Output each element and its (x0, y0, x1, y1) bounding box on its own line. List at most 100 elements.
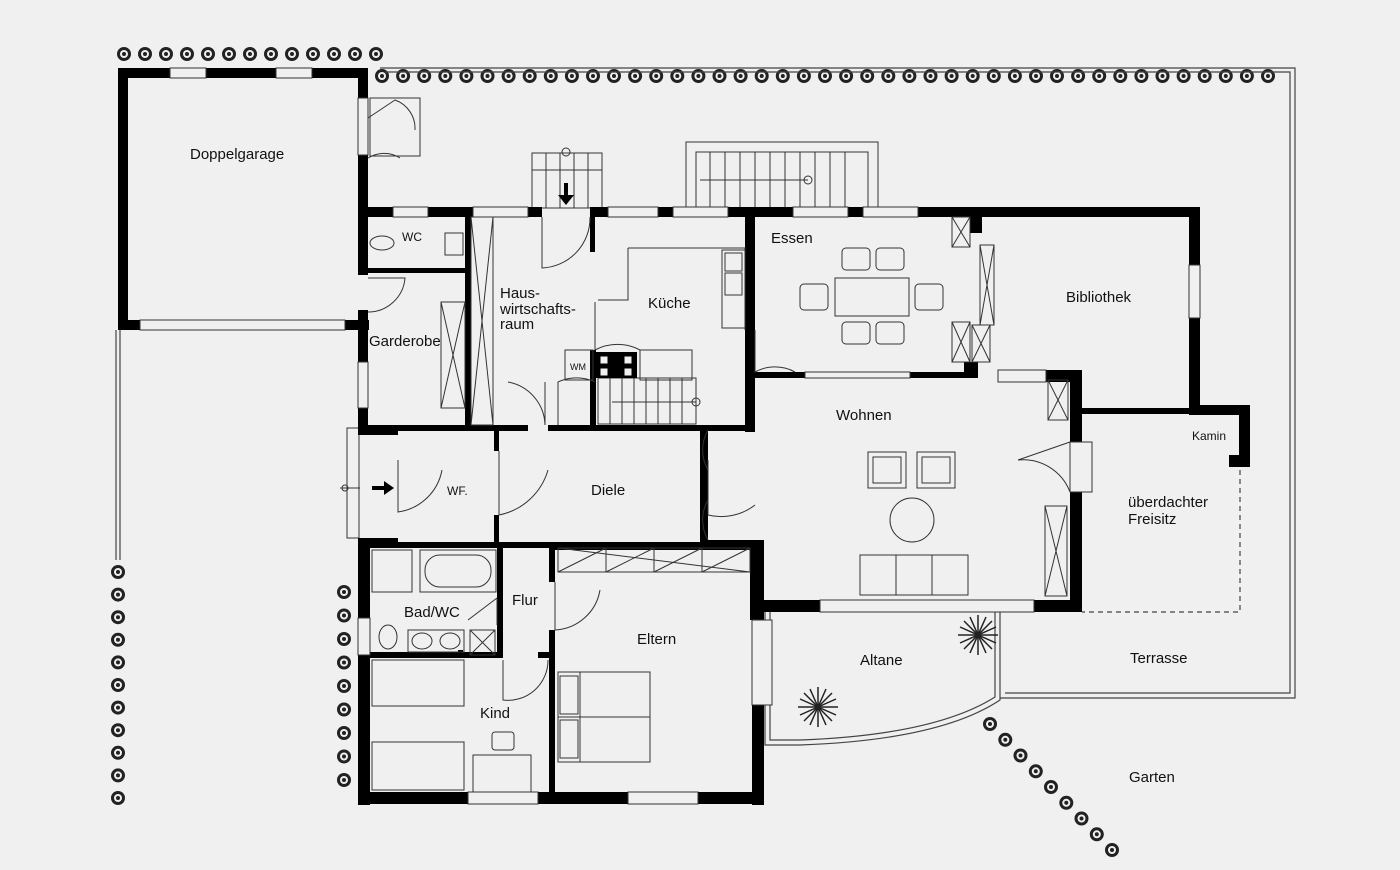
hedge-shrub-icon (670, 69, 685, 83)
hedge-shrub-icon (111, 745, 125, 760)
room-label-essen: Essen (771, 230, 813, 247)
hedge-shrub-icon (111, 768, 125, 783)
room-label-wm: WM (570, 362, 586, 372)
hedge-shrub-icon (369, 47, 383, 61)
room-label-kamin: Kamin (1192, 429, 1226, 443)
hedge-shrub-icon (243, 47, 257, 61)
hedge-shrub-icon (712, 69, 727, 83)
hedge-shrub-icon (1134, 69, 1149, 83)
room-label-doppelgarage: Doppelgarage (190, 146, 284, 163)
room-label-altane: Altane (860, 652, 903, 669)
hedge-shrub-icon (438, 69, 453, 83)
hedge-shrub-icon (117, 47, 131, 61)
room-label-flur: Flur (512, 592, 538, 609)
hedge-shrub-icon (902, 69, 917, 83)
walls (118, 68, 1250, 805)
hedge-shrub-icon (201, 47, 215, 61)
hedge-shrub-icon (337, 632, 351, 646)
hedge-shrub-icon (337, 726, 351, 740)
hedge-shrub-icon (138, 47, 152, 61)
hedge-shrub-icon (396, 69, 411, 83)
hedge-shrub-icon (111, 678, 125, 692)
hedge-shrub-icon (111, 610, 125, 625)
hedge-shrub-icon (222, 47, 236, 61)
hedge-shrub-icon (111, 587, 125, 602)
hedge-shrub-icon (1044, 780, 1058, 794)
door-swing-icon (367, 99, 1071, 701)
hedge-shrub-icon (818, 69, 832, 83)
room-label-kind: Kind (480, 705, 510, 722)
hedge-shrub-icon (1197, 69, 1212, 83)
room-label-bad-wc: Bad/WC (404, 604, 460, 621)
hedge-shrub-icon (111, 791, 125, 805)
hedge-shrub-icon (923, 69, 938, 83)
stove (599, 355, 633, 377)
hedge-shrub-icon (417, 69, 432, 83)
room-label-bibliothek: Bibliothek (1066, 289, 1132, 306)
hedge-shrub-icon (860, 69, 875, 83)
hedge-shrub-icon (285, 47, 299, 61)
room-label-garderobe: Garderobe (369, 333, 441, 350)
hedge-shrub-icon (628, 69, 643, 83)
room-label-hauswirtschaftsraum-1: Haus- (500, 285, 540, 302)
hedge-shrub-icon (1105, 843, 1119, 857)
hedge-shrub-icon (180, 47, 194, 61)
hedge-shrub-icon (1071, 69, 1086, 83)
hedge-shrub-icon (1050, 69, 1064, 83)
hedge-shrub-icon (1074, 811, 1089, 826)
room-label-eltern: Eltern (637, 631, 676, 648)
hedge-shrub-icon (1261, 69, 1275, 83)
hedge-shrub-icon (733, 69, 748, 83)
hedge-shrub-icon (944, 69, 959, 83)
hedge-shrub-icon (839, 69, 854, 83)
hedge-shrub-icon (522, 69, 537, 83)
hedge-shrub-icon (111, 632, 125, 647)
hedge-shrub-icon (264, 47, 278, 61)
hedge-shrub-icon (337, 655, 351, 670)
hedge-shrub-icon (111, 723, 125, 738)
hedge-shrub-icon (337, 585, 351, 599)
room-label-hauswirtschaftsraum-2: wirtschafts- (499, 301, 576, 318)
room-label-diele: Diele (591, 482, 625, 499)
hedge-shrub-icon (986, 69, 1001, 83)
hedge-shrub-icon (337, 749, 351, 764)
room-label-wf: WF. (447, 484, 468, 498)
hedge-shrub-icon (337, 608, 351, 623)
hedge-shrub-icon (754, 69, 769, 83)
plant-icon (798, 615, 998, 727)
hedge-shrub-icon (564, 69, 579, 83)
hedge-shrub-icon (1013, 748, 1028, 763)
hedge-shrub-icon (111, 565, 125, 579)
hedge-shrub-icon (691, 69, 706, 83)
hedge-shrub-icon (775, 69, 790, 83)
hedge-shrub-icon (459, 69, 474, 83)
hedge-shrub-icon (111, 700, 125, 715)
hedge-shrub-icon (998, 732, 1013, 747)
hedge-shrub-icon (111, 655, 125, 670)
hedge-shrub-icon (983, 717, 997, 731)
hedge-shrub-icon (348, 47, 362, 61)
entrance-arrow-icon (372, 183, 574, 495)
hedge-shrub-icon (159, 47, 173, 61)
room-label-wc: WC (402, 230, 422, 244)
hedge-shrub-icon (1155, 69, 1170, 83)
furniture (369, 216, 1069, 793)
hedge-shrub-icon (1029, 69, 1043, 83)
room-labels: Doppelgarage WC Garderobe Haus- wirtscha… (190, 146, 1226, 786)
hedge-shrub-icon (327, 47, 341, 61)
hedge-shrub-icon (337, 773, 351, 787)
hedge-shrub-icon (796, 69, 811, 83)
room-label-freisitz-2: Freisitz (1128, 511, 1176, 528)
hedge-shrub-icon (501, 69, 516, 83)
hedge-shrub-icon (337, 702, 351, 717)
outdoor-lines (115, 67, 1296, 746)
hedge-shrub-icon (1239, 69, 1254, 83)
hedge-shrub-icon (480, 69, 495, 83)
hedge-shrub-icon (543, 69, 558, 83)
room-label-freisitz-1: überdachter (1128, 494, 1208, 511)
staircase-icon (340, 97, 879, 539)
hedge-shrub-icon (607, 69, 621, 83)
hedge-shrub-icon (1113, 69, 1128, 83)
hedge-shrub-icon (1007, 69, 1022, 83)
